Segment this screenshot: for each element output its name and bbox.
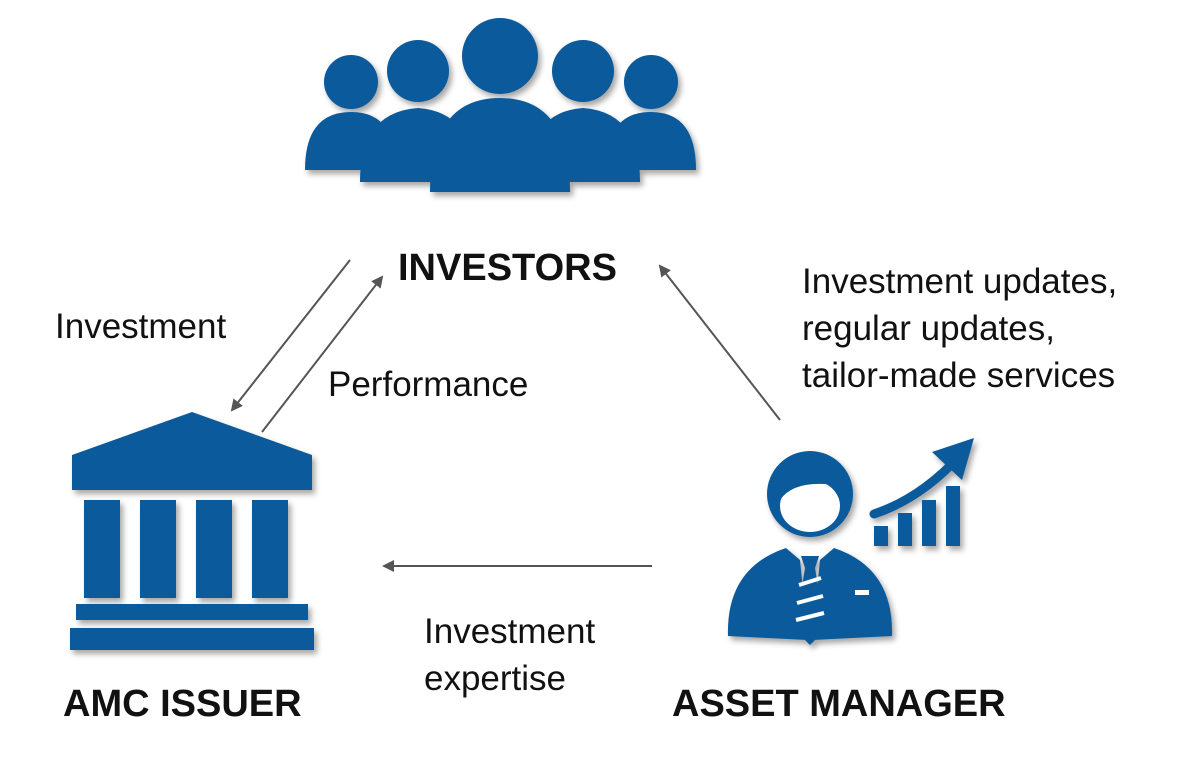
asset-manager-growth-icon <box>727 438 974 645</box>
amc-issuer-title: AMC ISSUER <box>63 683 302 725</box>
services-line-2: regular updates, <box>802 309 1055 348</box>
arrow-manager-to-investors <box>658 264 781 421</box>
investment-label: Investment <box>55 307 227 346</box>
investors-title: INVESTORS <box>398 247 617 289</box>
bank-building-icon <box>70 412 314 650</box>
arrow-investment-to-issuer <box>230 259 351 412</box>
arrow-performance-to-investors <box>261 275 384 433</box>
asset-manager-title: ASSET MANAGER <box>672 683 1006 725</box>
services-line-3: tailor-made services <box>802 356 1116 395</box>
expertise-label: Investment expertise <box>424 608 595 702</box>
expertise-line-1: Investment <box>424 612 596 651</box>
expertise-line-2: expertise <box>424 659 567 698</box>
investors-group-icon <box>305 18 696 192</box>
services-label: Investment updates, regular updates, tai… <box>802 258 1117 399</box>
services-line-1: Investment updates, <box>802 262 1118 301</box>
performance-label: Performance <box>328 365 529 404</box>
